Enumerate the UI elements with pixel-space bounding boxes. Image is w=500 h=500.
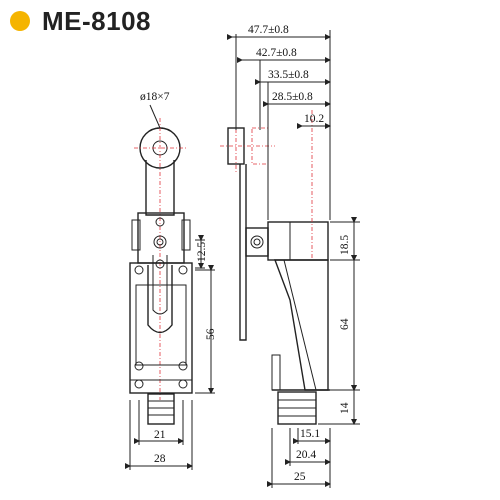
side-view: 47.7±0.8 42.7±0.8 33.5±0.8 28.5±0.8 10.2… [220,24,360,488]
front-view: ø18×7 12.5 56 21 28 [125,91,217,470]
arm-side [239,164,247,341]
dim-label: 28.5±0.8 [272,91,313,103]
title-row: ME-8108 [10,6,151,36]
head [267,221,329,261]
dim-label: 14 [339,402,351,414]
dim-label: 42.7±0.8 [256,47,297,59]
screw-icon [178,265,188,275]
dim-label: 20.4 [296,449,316,461]
orange-bullet-icon [10,11,30,31]
body-side [273,259,329,391]
arm-clamp [137,212,185,264]
dim-label: 18.5 [339,235,351,255]
roller-size-label: ø18×7 [140,91,170,103]
screw-icon [178,361,188,371]
dim-label: 25 [294,471,306,483]
dim-label: 56 [205,328,217,340]
screw-icon [178,379,188,389]
dim-label: 64 [339,318,351,330]
dim-label: 10.2 [304,113,324,125]
model-title: ME-8108 [42,5,151,36]
arm [145,160,175,216]
dim-label: 21 [154,429,166,441]
housing [129,262,193,394]
dim-label: 47.7±0.8 [248,24,289,36]
dim-label: 12.5 [196,242,208,262]
screw-icon [134,379,144,389]
dim-label: 28 [154,453,166,465]
dim-label: 15.1 [300,428,320,440]
dim-label: 33.5±0.8 [268,69,309,81]
cable-gland [147,393,175,425]
screw-icon [134,361,144,371]
screw-icon [134,265,144,275]
